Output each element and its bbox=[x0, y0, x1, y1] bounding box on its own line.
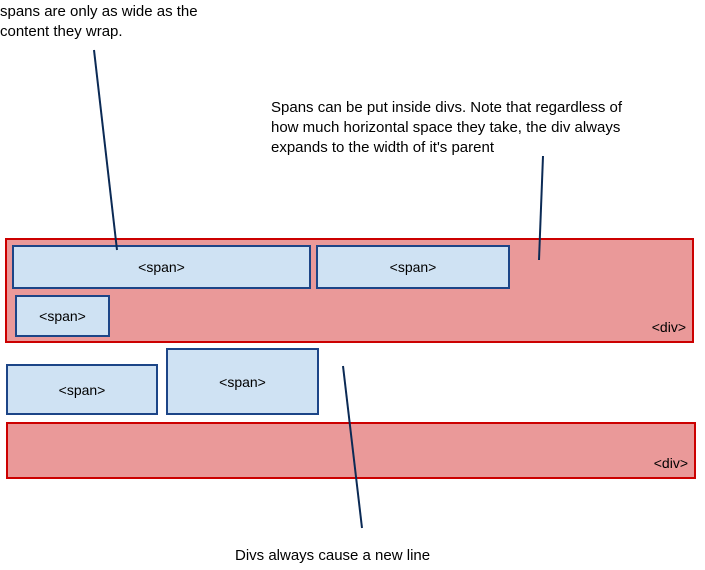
div-label: <div> bbox=[651, 319, 686, 335]
span-label: <span> bbox=[138, 259, 185, 275]
div-box-2: <div> bbox=[6, 422, 696, 479]
pointer-line-spans-width bbox=[93, 49, 118, 251]
span-box-4: <span> bbox=[6, 364, 158, 415]
annotation-spans-inside-divs: Spans can be put inside divs. Note that … bbox=[271, 99, 623, 156]
span-box-2: <span> bbox=[316, 245, 510, 289]
span-box-1: <span> bbox=[12, 245, 311, 289]
annotation-divs-newline: Divs always cause a new line bbox=[235, 547, 431, 564]
span-box-5: <span> bbox=[166, 348, 319, 415]
annotation-spans-width: spans are only as wide as the content th… bbox=[0, 3, 198, 40]
div-label: <div> bbox=[653, 455, 688, 471]
span-label: <span> bbox=[389, 259, 437, 275]
span-label: <span> bbox=[39, 308, 86, 324]
span-label: <span> bbox=[219, 373, 266, 390]
span-label: <span> bbox=[58, 381, 106, 398]
span-box-3: <span> bbox=[15, 295, 110, 337]
